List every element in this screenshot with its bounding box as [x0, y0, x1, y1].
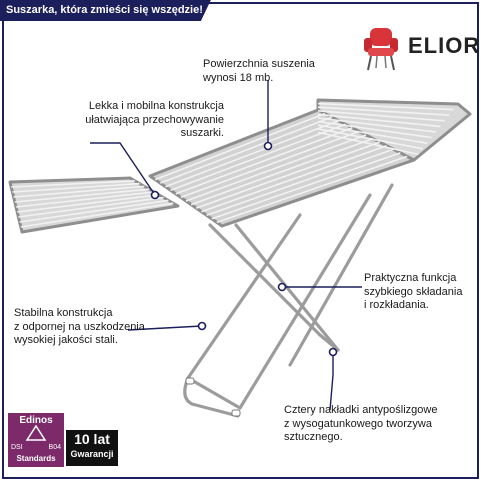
chair-icon — [364, 28, 398, 71]
rail — [216, 155, 408, 224]
edinos-left: DSI — [11, 444, 23, 451]
rail — [165, 119, 339, 188]
note-lightweight: Lekka i mobilna konstrukcja ułatwiająca … — [85, 100, 224, 139]
drying-rails — [11, 102, 454, 228]
rail — [17, 194, 159, 213]
rail — [317, 117, 437, 133]
rail — [196, 141, 380, 209]
note-antislip-caps: Cztery nakładki antypoślizgowe z wysogat… — [284, 404, 438, 443]
note-stable-construction: Stabilna konstrukcja z odpornej na uszko… — [14, 307, 145, 346]
rail — [154, 112, 326, 181]
warranty-badge: 10 lat Gwarancji — [66, 430, 118, 466]
rail — [201, 144, 387, 213]
headline-banner: Suszarka, która zmieści się wszędzie! — [0, 0, 211, 21]
rail — [18, 196, 164, 218]
rail — [206, 148, 394, 217]
rail — [11, 180, 135, 188]
rail — [317, 110, 445, 122]
rail — [317, 102, 454, 111]
warranty-label: Gwarancji — [70, 449, 114, 459]
brand-name: ELIOR — [408, 33, 481, 58]
note-folding: Praktyczna funkcja szybkiego składania i… — [364, 272, 463, 311]
edinos-right: B04 — [48, 444, 61, 451]
rail — [20, 202, 174, 228]
rail — [317, 120, 432, 139]
note-drying-area: Powierzchnia suszenia wynosi 18 mb. — [203, 58, 315, 84]
edinos-title: Edinos — [19, 415, 53, 426]
rail — [15, 191, 155, 208]
rail — [175, 127, 353, 195]
rail — [170, 123, 346, 192]
edinos-standards-badge: Edinos DSI B04 Standards — [8, 413, 64, 467]
rail — [317, 131, 419, 156]
elior-logo — [364, 28, 398, 71]
rail — [317, 106, 450, 116]
rail — [317, 124, 428, 144]
rail — [180, 130, 360, 199]
rail — [12, 182, 140, 193]
rail — [19, 199, 169, 223]
rail — [317, 113, 441, 128]
rail — [317, 128, 423, 150]
edinos-label: Standards — [16, 454, 56, 463]
rail — [14, 188, 150, 203]
edinos-shield-icon — [25, 424, 47, 441]
rail — [211, 152, 401, 220]
rail — [190, 137, 374, 206]
page-border — [2, 2, 479, 479]
rail — [159, 116, 333, 184]
rail — [13, 185, 145, 198]
rail — [185, 134, 367, 202]
warranty-years: 10 lat — [74, 431, 110, 447]
